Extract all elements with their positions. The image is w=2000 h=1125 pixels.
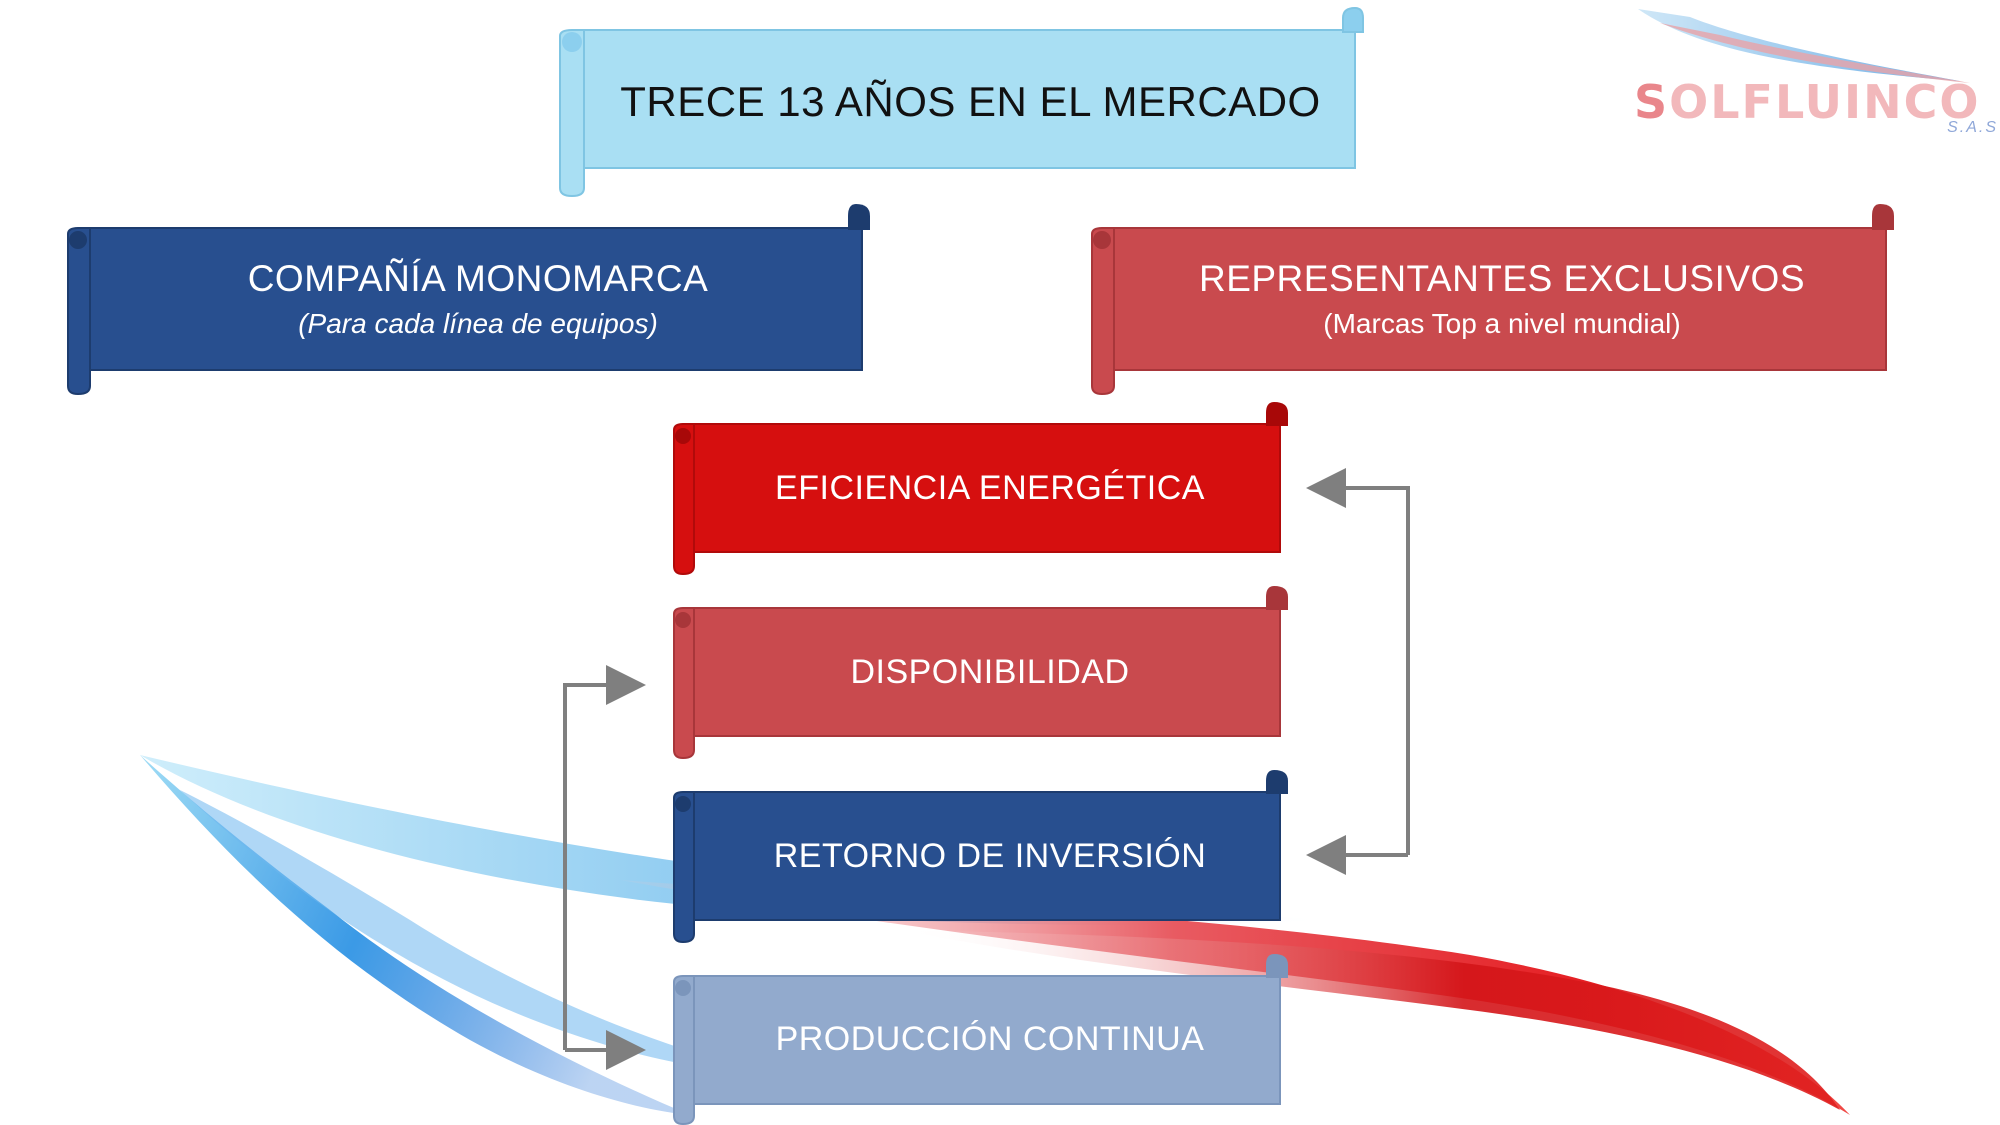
logo-swoosh-icon bbox=[1638, 9, 1970, 83]
scroll-shape bbox=[559, 6, 1364, 198]
monomarca-subtitle: (Para cada línea de equipos) bbox=[298, 308, 658, 339]
stack-scroll-produccion: PRODUCCIÓN CONTINUA bbox=[672, 954, 1288, 1125]
header-scroll-banner: TRECE 13 AÑOS EN EL MERCADO bbox=[558, 6, 1364, 198]
stack-scroll-retorno: RETORNO DE INVERSIÓN bbox=[672, 770, 1288, 944]
representantes-subtitle: (Marcas Top a nivel mundial) bbox=[1323, 308, 1681, 339]
stack-label-disponibilidad: DISPONIBILIDAD bbox=[850, 652, 1130, 691]
scroll-shape bbox=[673, 954, 1288, 1125]
logo-wordmark: SOLFLUINCO bbox=[1634, 75, 1980, 129]
stack-label-produccion: PRODUCCIÓN CONTINUA bbox=[775, 1020, 1205, 1058]
representantes-scroll: REPRESENTANTES EXCLUSIVOS (Marcas Top a … bbox=[1090, 204, 1894, 396]
logo-initial: S bbox=[1634, 75, 1670, 129]
solfluinco-logo: SOLFLUINCO S.A.S bbox=[1630, 5, 2000, 136]
header-title: TRECE 13 AÑOS EN EL MERCADO bbox=[620, 78, 1321, 125]
monomarca-scroll: COMPAÑÍA MONOMARCA (Para cada línea de e… bbox=[66, 204, 870, 396]
scroll-shape bbox=[673, 402, 1288, 576]
logo-wordmark-rest: OLFLUINCO bbox=[1669, 75, 1981, 129]
scroll-shape bbox=[673, 770, 1288, 944]
stack-scroll-disponibilidad: DISPONIBILIDAD bbox=[672, 586, 1288, 760]
representantes-title: REPRESENTANTES EXCLUSIVOS bbox=[1198, 258, 1806, 299]
logo-suffix: S.A.S bbox=[1947, 119, 1998, 136]
stack-label-eficiencia: EFICIENCIA ENERGÉTICA bbox=[775, 468, 1205, 507]
stack-label-retorno: RETORNO DE INVERSIÓN bbox=[773, 836, 1207, 875]
stack-scroll-eficiencia: EFICIENCIA ENERGÉTICA bbox=[672, 402, 1288, 576]
scroll-shape bbox=[67, 204, 870, 396]
scroll-shape bbox=[1091, 204, 1894, 396]
monomarca-title: COMPAÑÍA MONOMARCA bbox=[247, 258, 709, 299]
scroll-shape bbox=[673, 586, 1288, 760]
